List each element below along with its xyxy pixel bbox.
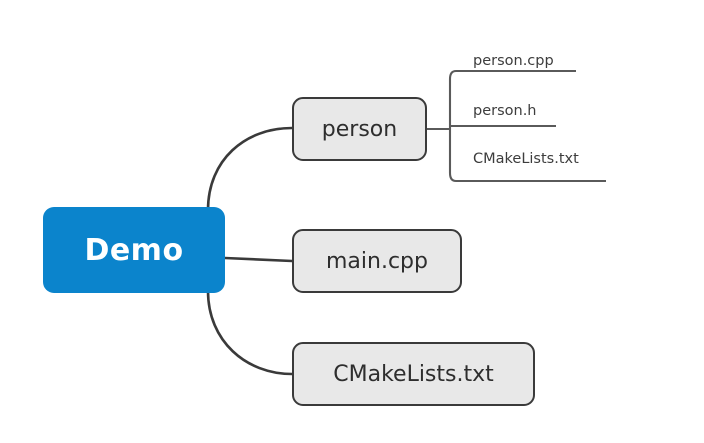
root-node-label: Demo [84,232,184,268]
branch-node-main-cpp[interactable]: main.cpp [292,229,462,293]
branch-node-label: person [321,116,398,142]
leaf-label-person-h[interactable]: person.h [473,103,537,119]
leaf-label-person-cpp[interactable]: person.cpp [473,53,554,69]
root-node-demo[interactable]: Demo [43,207,225,293]
branch-node-label: main.cpp [326,248,428,274]
branch-node-person[interactable]: person [292,97,427,161]
leaf-label-cmakelists[interactable]: CMakeLists.txt [473,151,579,167]
edge-demo-to-person [206,126,294,212]
branch-node-label: CMakeLists.txt [333,361,494,387]
edge-demo-to-cmakelists [206,289,294,376]
edge-demo-to-main-cpp [223,256,294,263]
branch-node-cmakelists[interactable]: CMakeLists.txt [292,342,535,406]
